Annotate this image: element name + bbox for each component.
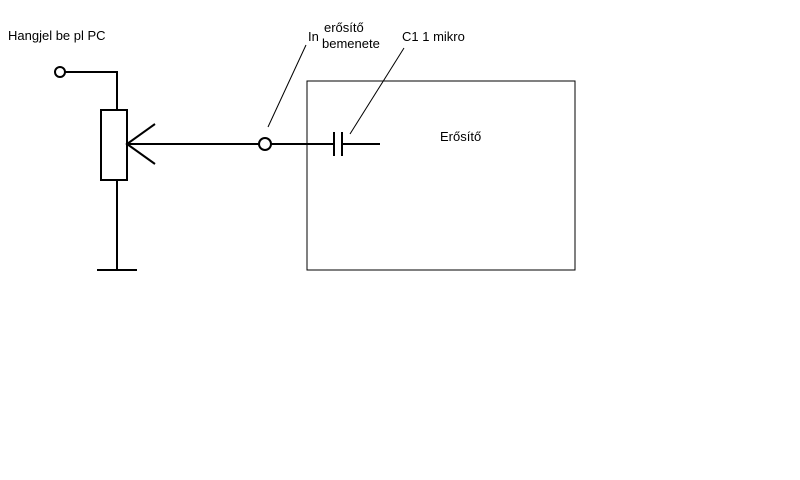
capacitor-label: C1 1 mikro (402, 29, 465, 44)
potentiometer-body (100, 109, 128, 181)
input-terminal (258, 137, 272, 151)
amplifier-label: Erősítő (440, 129, 481, 144)
input-prefix-label: In (308, 29, 319, 44)
source-label: Hangjel be pl PC (8, 28, 106, 43)
input-label-line1: erősítő (324, 20, 364, 35)
amplifier-box (306, 80, 576, 271)
source-terminal (54, 66, 66, 78)
input-leader-line (267, 44, 307, 128)
capacitor-leader-line (349, 47, 405, 135)
input-label-line2: bemenete (322, 36, 380, 51)
wire-source-to-pot (65, 71, 118, 110)
